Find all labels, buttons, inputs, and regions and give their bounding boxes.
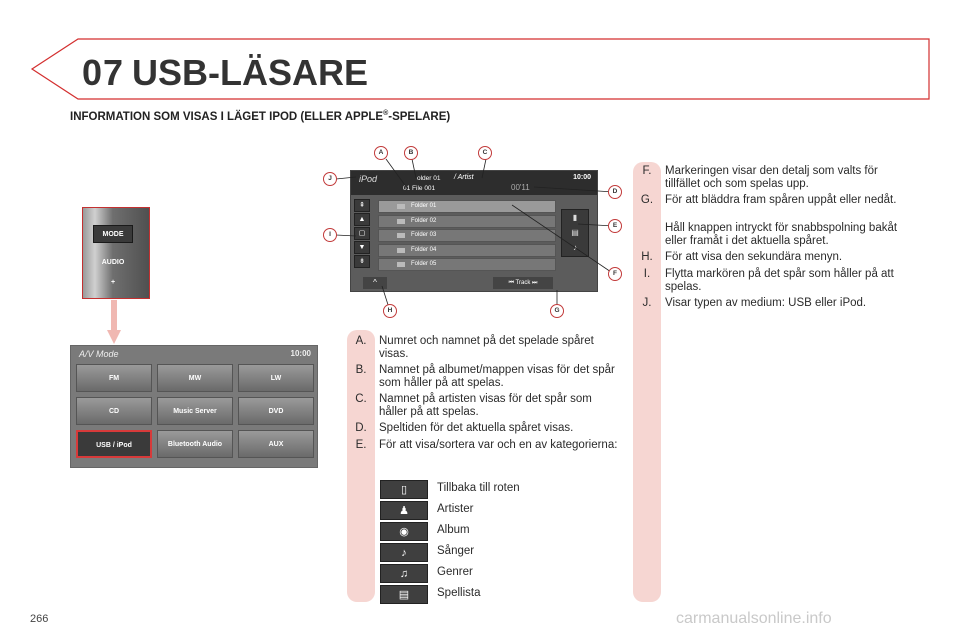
audio-button: AUDIO [101,259,125,266]
av-source-button: LW [238,364,314,392]
genre-icon: ♫ [380,564,428,583]
callout-j: J [323,172,337,186]
ipod-top-bar [351,171,597,195]
ipod-category-panel: ▮ ▤ ♪ [561,209,589,257]
folder-row: Folder 04 [378,243,556,257]
media-type-label: iPod [359,174,378,184]
watermark: carmanualsonline.info [676,610,832,627]
folder-row: Folder 05 [378,258,556,271]
av-clock: 10:00 [290,349,311,358]
callout-a: A [374,146,388,160]
scroll-control-icon: ▼ [354,241,370,254]
scroll-control-icon: ⇟ [354,255,370,268]
song-icon: ♪ [380,543,428,562]
playlist-icon: ▤ [380,585,428,604]
category-label: Sånger [437,545,475,557]
section-subtitle: INFORMATION SOM VISAS I LÄGET IPOD (ELLE… [70,110,451,123]
album-icon: ◉ [380,522,428,541]
category-label: Artister [437,503,474,515]
chapter-header-frame [30,38,930,100]
av-source-button: CD [76,397,152,425]
scroll-control-icon: ▲ [354,213,370,226]
ipod-screen: iPod older 01 / Artist 01 File 001 00'11… [350,170,598,292]
av-source-button: Music Server [157,397,233,425]
callout-e: E [608,219,622,233]
callout-b: B [404,146,418,160]
letter-column-right [633,162,661,602]
av-source-button: FM [76,364,152,392]
ipod-clock: 10:00 [573,174,591,181]
chapter-number: 07 [82,52,125,93]
category-icon: ♪ [573,243,577,252]
track-name: 01 File 001 [403,185,436,192]
play-time: 00'11 [511,183,530,192]
category-label: Genrer [437,566,473,578]
av-source-button: MW [157,364,233,392]
category-label: Spellista [437,587,481,599]
category-icon: ▤ [571,228,579,237]
callout-d: D [608,185,622,199]
secondary-menu-button: ^ [363,277,387,289]
ipod-icon: ▯ [380,480,428,499]
folder-row: Folder 03 [378,229,556,242]
av-mode-title: A/V Mode [79,349,119,359]
category-icon: ▮ [572,213,578,222]
album-name: older 01 [417,175,441,182]
category-label: Tillbaka till roten [437,482,520,494]
av-source-button: Bluetooth Audio [157,430,233,458]
arrow-down-icon [107,300,121,344]
chapter-title: USB-LÄSARE [132,52,369,93]
folder-row: Folder 02 [378,214,556,228]
track-skip-button: ⏮ Track ⏭ [493,277,553,289]
callout-f: F [608,267,622,281]
mode-button: MODE [93,225,133,243]
page-number: 266 [30,613,49,625]
artist-icon: ♟ [380,501,428,520]
ipod-scroll-controls: ⇞▲▢▼⇟ [354,199,372,269]
artist-name: / Artist [454,174,474,181]
folder-row: Folder 01 [378,200,556,213]
category-label: Album [437,524,470,536]
callout-h: H [383,304,397,318]
scroll-control-icon: ▢ [354,227,370,240]
av-source-button: USB / iPod [76,430,152,458]
av-source-button: DVD [238,397,314,425]
callout-i: I [323,228,337,242]
scroll-control-icon: ⇞ [354,199,370,212]
dashboard-controls-photo: MODE AUDIO + [82,207,150,299]
letter-column-middle [347,330,375,602]
av-source-button: AUX [238,430,314,458]
plus-button: + [110,279,116,286]
callout-g: G [550,304,564,318]
callout-c: C [478,146,492,160]
